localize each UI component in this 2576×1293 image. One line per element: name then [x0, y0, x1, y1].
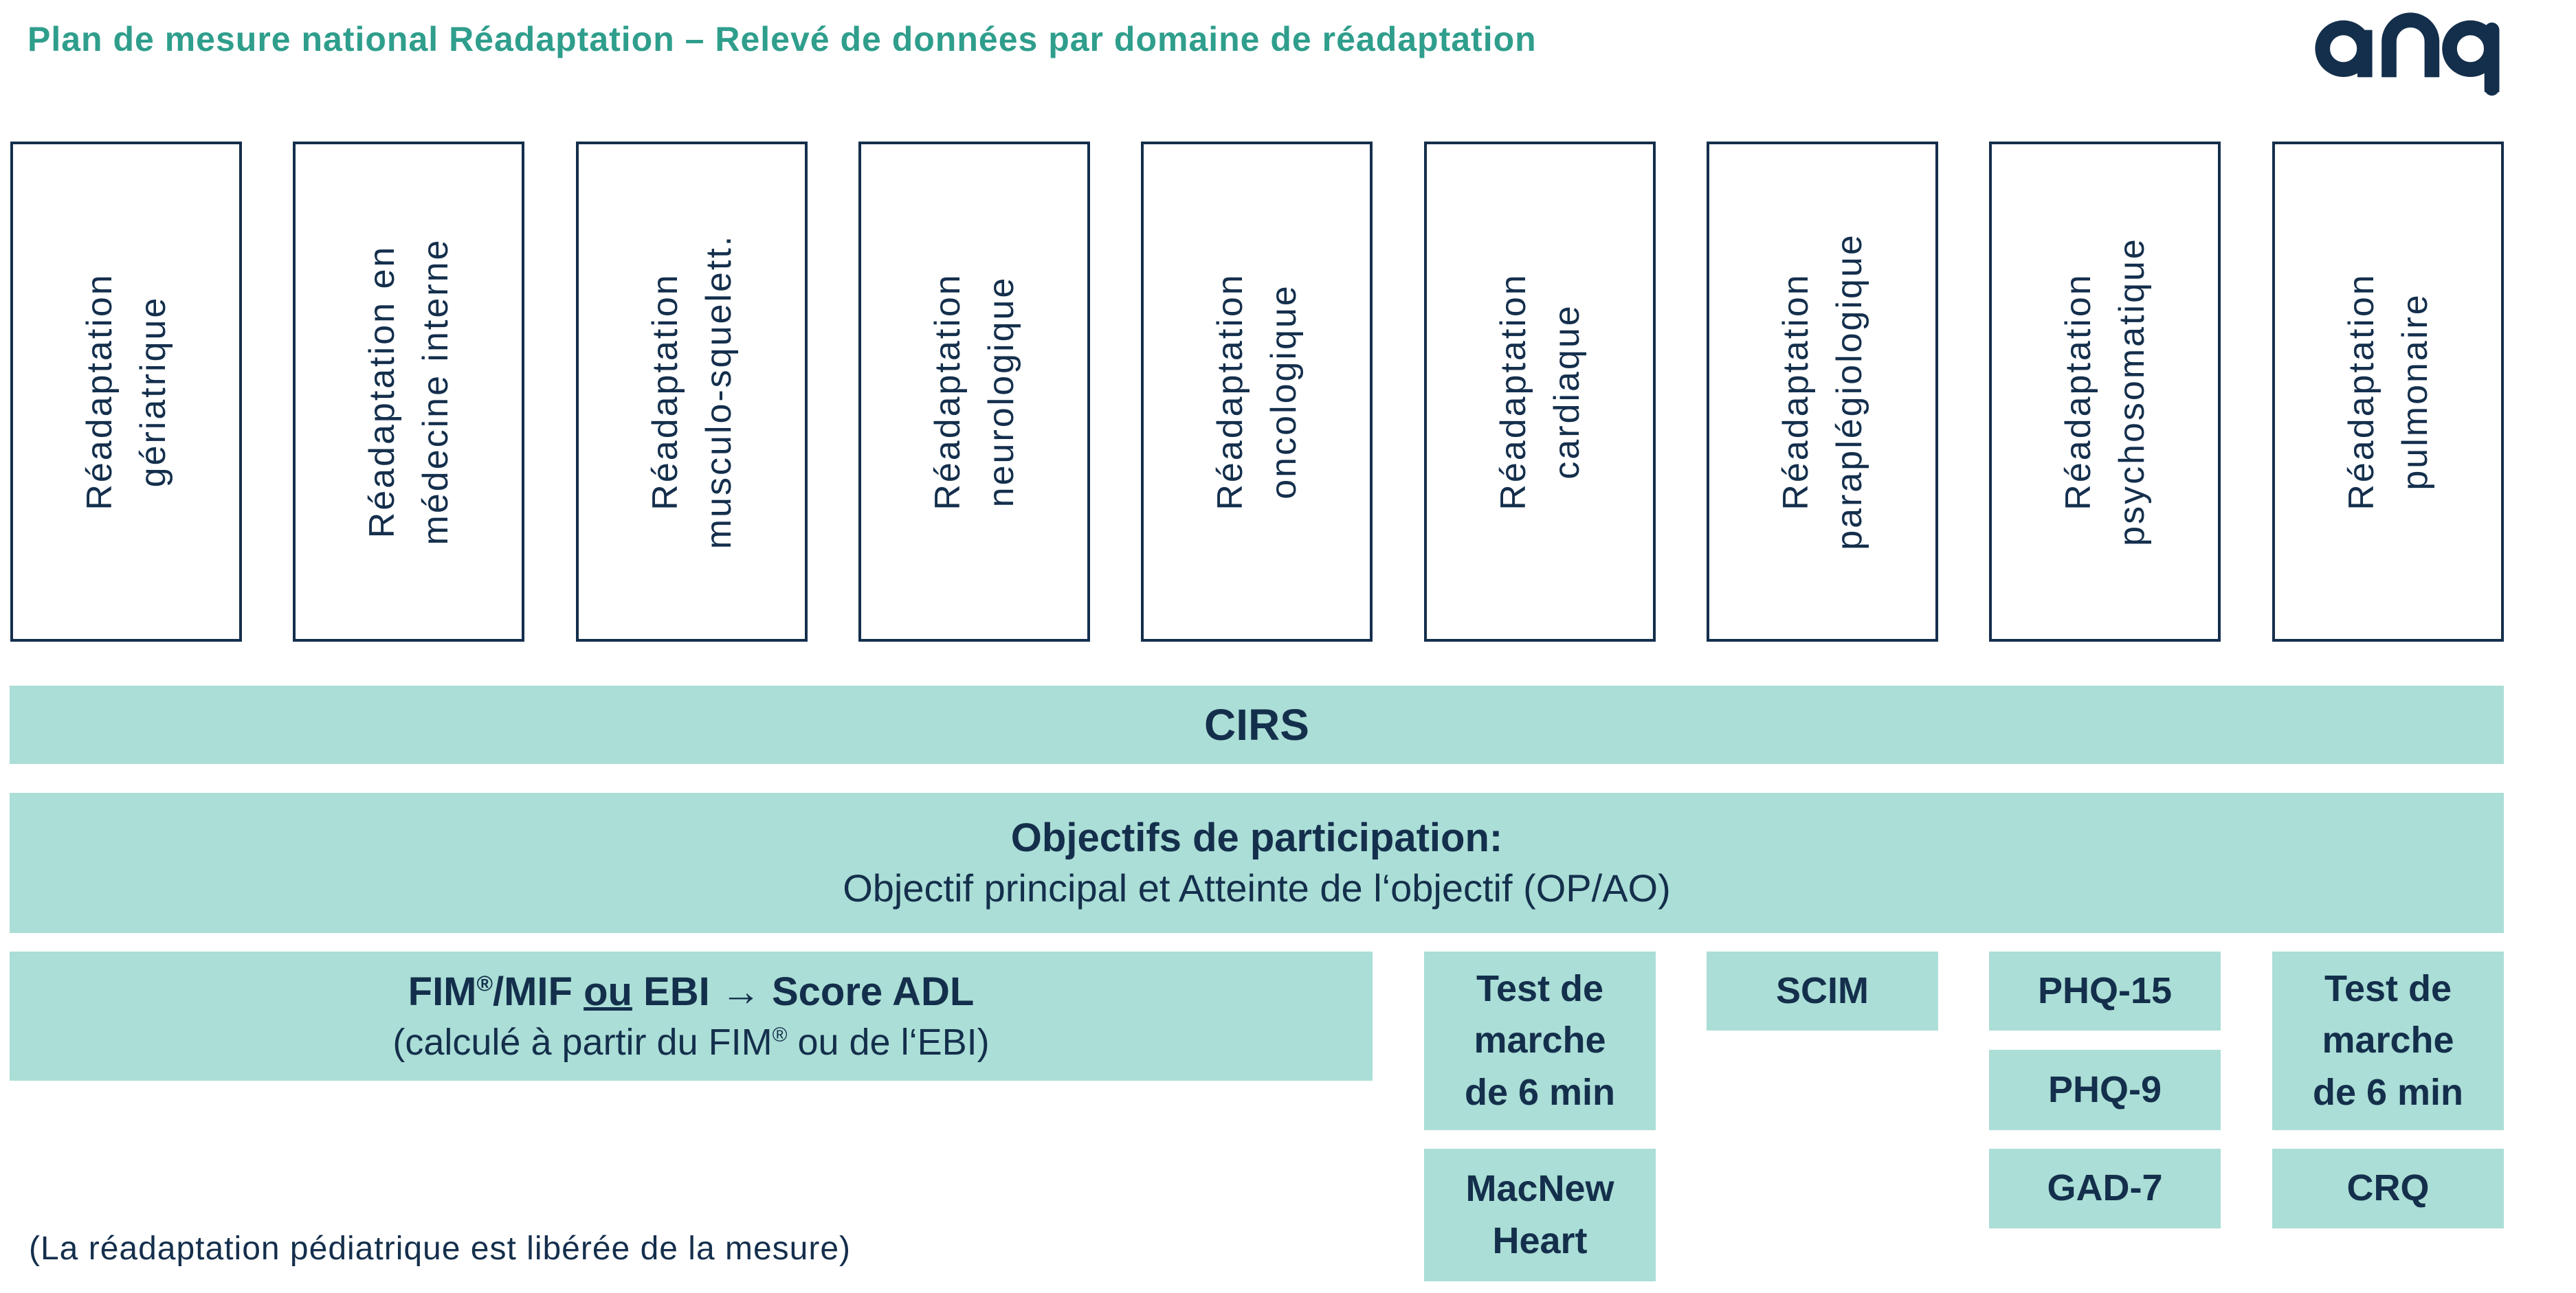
fim-line1: FIM®/MIF ou EBI → Score ADL [408, 969, 975, 1015]
fim-line2: (calculé à partir du FIM® ou de l‘EBI) [392, 1021, 990, 1063]
band-cirs: CIRS [10, 686, 2504, 764]
instrument-scim: SCIM [1707, 952, 1938, 1031]
pediatric-exemption-note: (La réadaptation pédiatrique est libérée… [29, 1230, 852, 1267]
instrument-phq-15: PHQ-15 [1989, 952, 2221, 1031]
instrument-test-marche-6min-pulmonaire: Test de marche de 6 min [2272, 952, 2504, 1130]
band-objectifs: Objectifs de participation: Objectif pri… [10, 793, 2504, 933]
registered-icon: ® [476, 971, 493, 996]
band-fim-mif-ebi: FIM®/MIF ou EBI → Score ADL (calculé à p… [10, 952, 1373, 1081]
instrument-gad-7: GAD-7 [1989, 1149, 2221, 1228]
instrument-phq-9: PHQ-9 [1989, 1050, 2221, 1130]
page-title: Plan de mesure national Réadaptation – R… [27, 20, 1537, 58]
instrument-macnew-heart: MacNew Heart [1424, 1149, 1656, 1281]
logo-letter-n [2381, 12, 2440, 78]
cirs-label: CIRS [1204, 700, 1309, 750]
registered-icon: ® [772, 1023, 788, 1046]
objectifs-subtitle: Objectif principal et Atteinte de l‘obje… [843, 866, 1671, 910]
instrument-test-marche-6min-cardiaque: Test de marche de 6 min [1424, 952, 1656, 1130]
objectifs-title: Objectifs de participation: [1010, 815, 1503, 860]
instrument-crq: CRQ [2272, 1149, 2504, 1228]
anq-logo [2315, 12, 2500, 96]
